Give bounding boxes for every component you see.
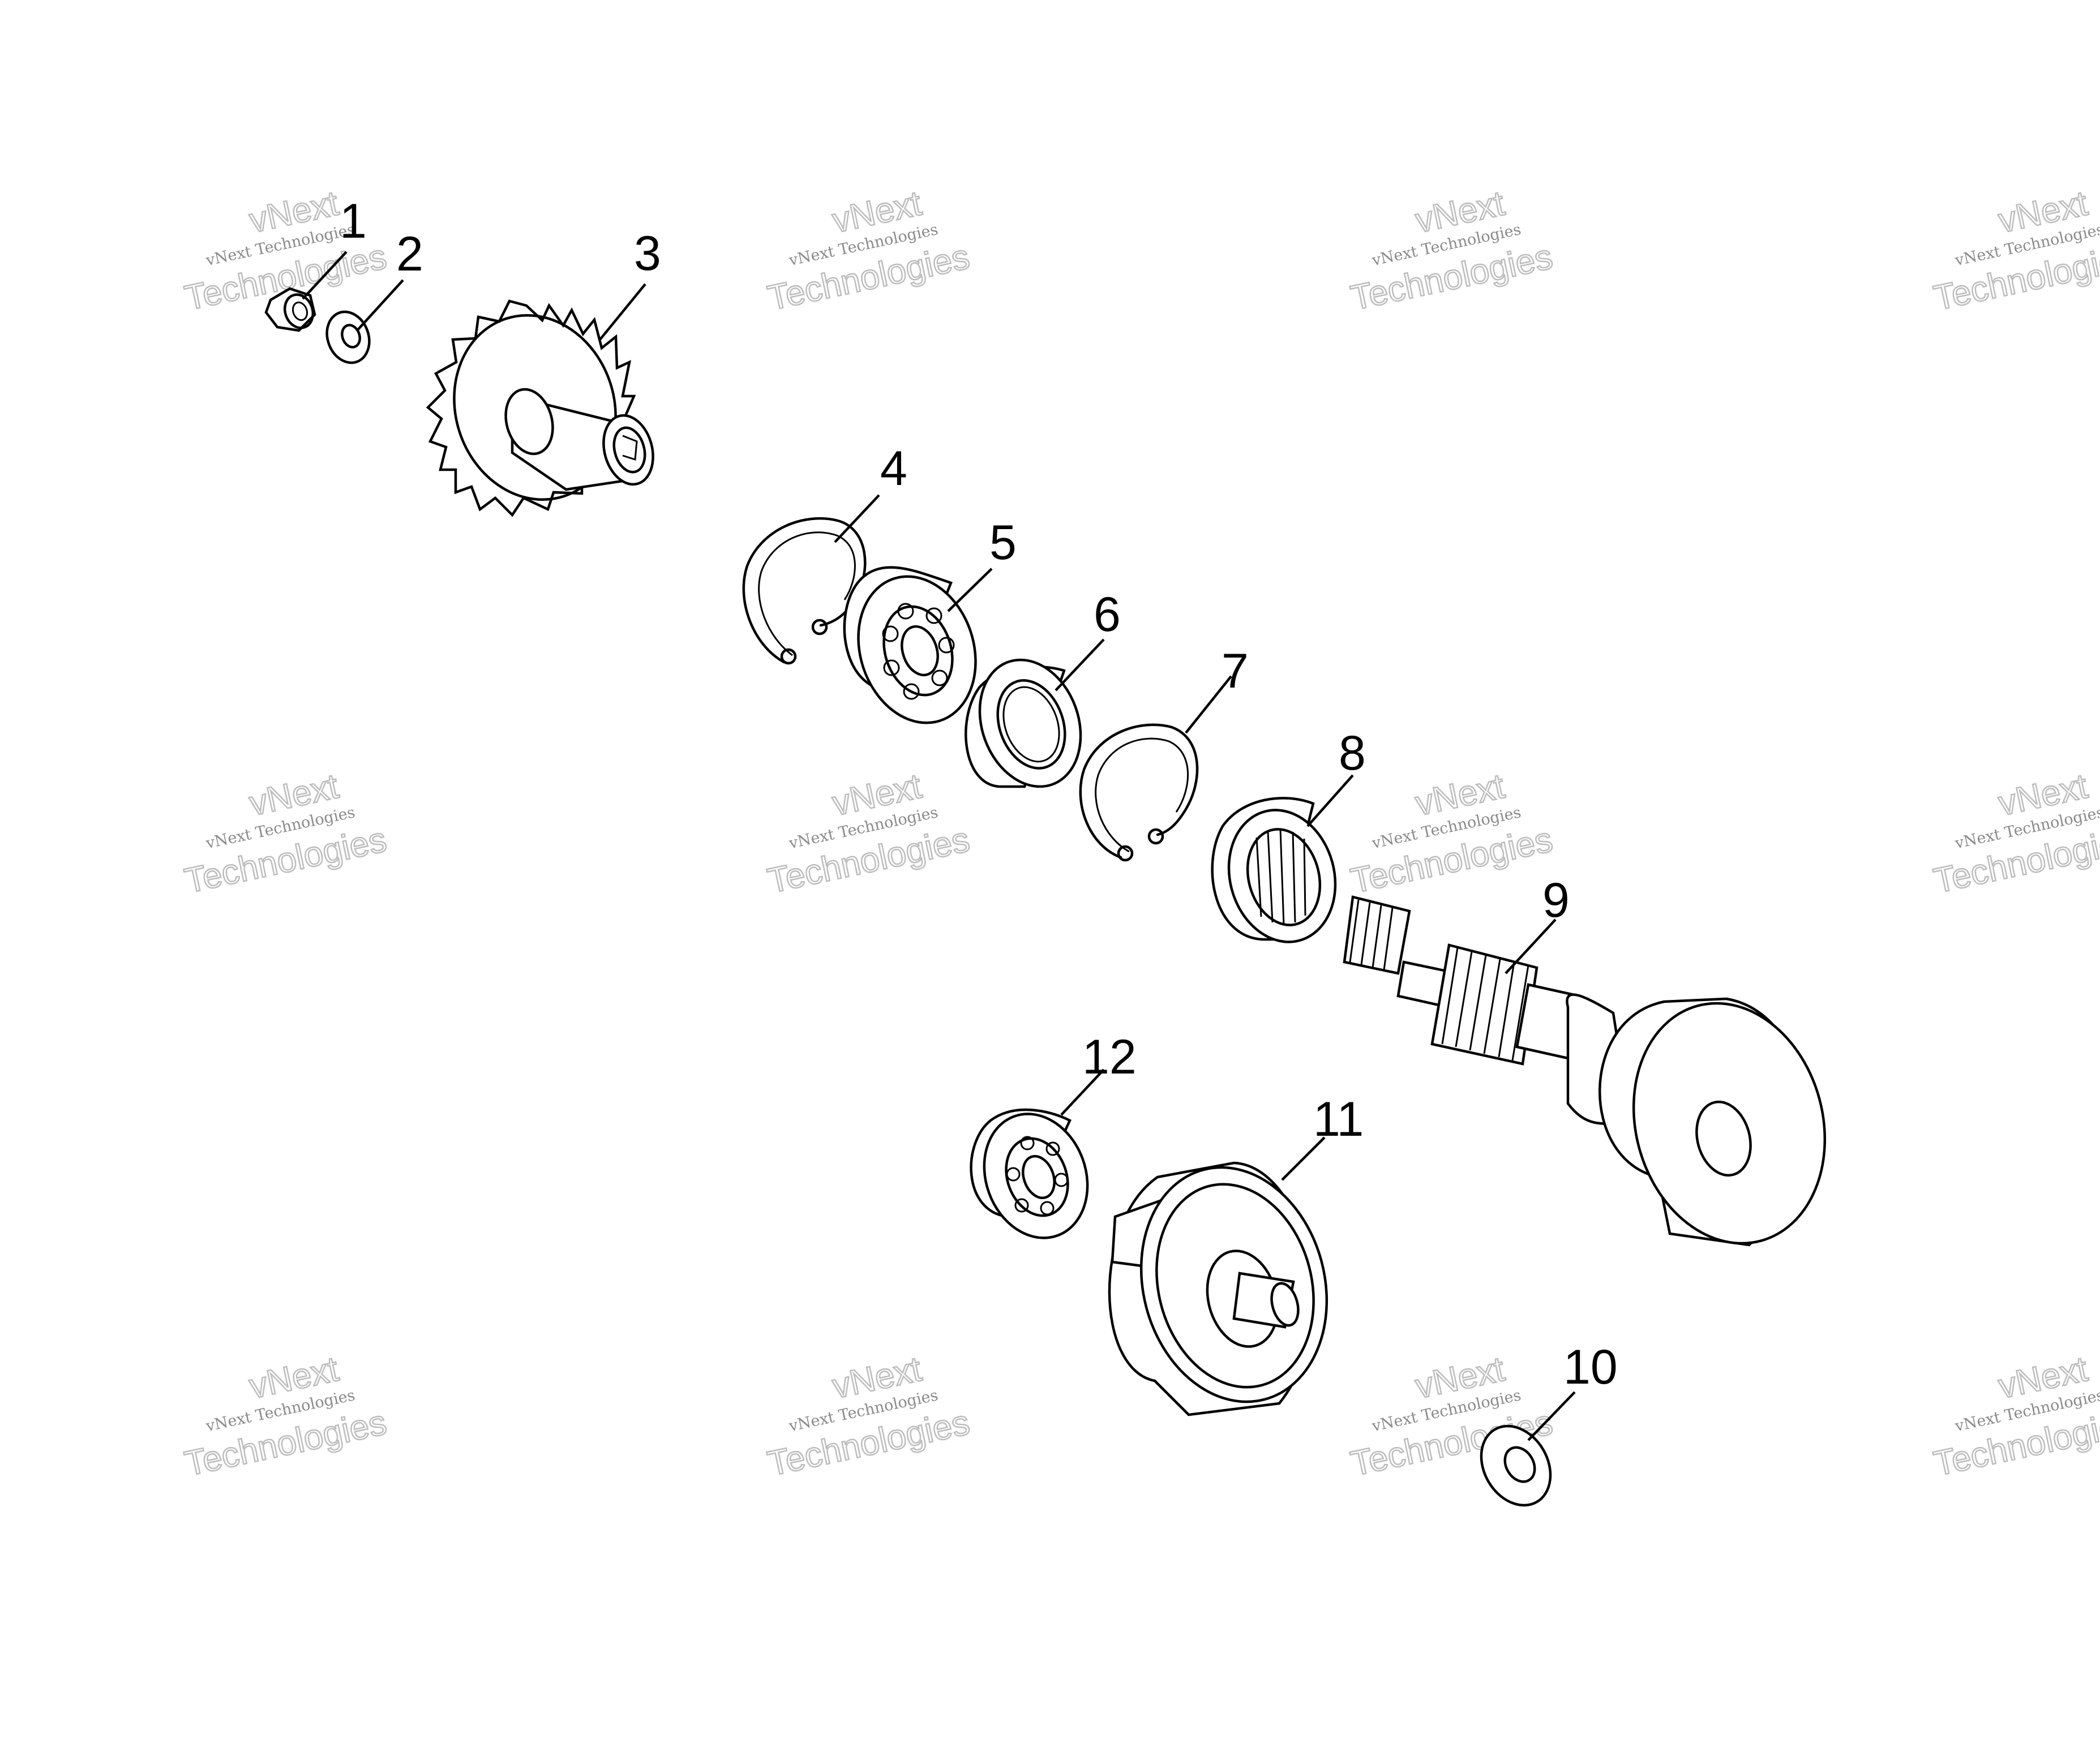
callout-10: 10 [1563, 1340, 1618, 1394]
leader-lines [302, 251, 1576, 1441]
leader-7 [1185, 675, 1232, 734]
callout-11: 11 [1313, 1092, 1364, 1147]
part-9-output-shaft[interactable] [1343, 895, 1851, 1265]
callout-7: 7 [1222, 644, 1249, 698]
callout-labels: 1 2 3 4 5 6 7 8 9 10 11 12 [340, 194, 1618, 1394]
callout-2: 2 [396, 227, 423, 281]
watermark: vNext vNext Technologies Technologies [764, 1349, 974, 1485]
leader-1 [302, 251, 348, 300]
leader-6 [1055, 638, 1105, 692]
part-10-washer[interactable] [1468, 1414, 1565, 1518]
callout-8: 8 [1339, 726, 1366, 780]
part-2-washer[interactable] [320, 306, 376, 368]
callout-4: 4 [880, 441, 907, 496]
leader-9 [1505, 918, 1557, 974]
watermark: vNext vNext Technologies Technologies [181, 766, 391, 902]
watermark: vNext vNext Technologies Technologies [1347, 183, 1557, 319]
part-8-needle-bearing[interactable] [1211, 797, 1350, 954]
part-12-ball-bearing[interactable] [967, 1100, 1104, 1253]
part-11-idler-gear[interactable] [1108, 1147, 1352, 1423]
leader-12 [1060, 1068, 1105, 1116]
leader-4 [834, 494, 880, 543]
callout-12: 12 [1082, 1030, 1137, 1084]
leader-2 [355, 279, 404, 332]
part-5-ball-bearing[interactable] [840, 561, 994, 738]
watermark: vNext vNext Technologies Technologies [1930, 766, 2100, 902]
watermark: vNext vNext Technologies Technologies [764, 766, 974, 902]
callout-5: 5 [989, 516, 1017, 570]
leader-10 [1527, 1391, 1576, 1441]
leader-3 [599, 283, 646, 341]
watermark: vNext vNext Technologies Technologies [181, 1349, 391, 1485]
callout-1: 1 [340, 194, 367, 248]
callout-3: 3 [634, 226, 661, 281]
watermark: vNext vNext Technologies Technologies [1930, 183, 2100, 319]
part-6-oil-seal[interactable] [963, 646, 1098, 801]
part-7-circlip[interactable] [1079, 723, 1199, 862]
part-3-sprocket[interactable] [426, 294, 661, 521]
leader-5 [947, 568, 993, 612]
leader-11 [1281, 1136, 1326, 1181]
callout-9: 9 [1542, 873, 1570, 928]
callout-6: 6 [1094, 587, 1121, 642]
part-1-nut[interactable] [264, 287, 318, 332]
watermark: vNext vNext Technologies Technologies [1347, 766, 1557, 902]
leader-8 [1306, 774, 1354, 827]
watermark: vNext vNext Technologies Technologies [1930, 1349, 2100, 1485]
watermark: vNext vNext Technologies Technologies [764, 183, 974, 319]
